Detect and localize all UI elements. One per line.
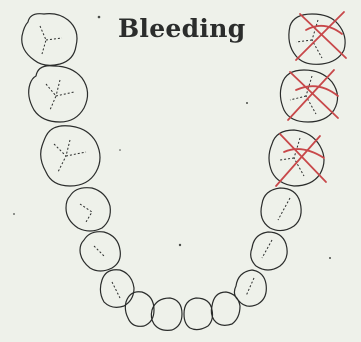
- tooth-right-canine: [234, 270, 266, 306]
- tooth-left-1st-molar: [41, 126, 100, 186]
- tooth-right-central-incisor: [184, 298, 213, 330]
- tooth-right-1st-premolar: [251, 232, 287, 270]
- bleeding-mark-3rd-molar: [296, 12, 346, 60]
- bleeding-marks: [276, 12, 346, 186]
- tooth-left-1st-premolar: [80, 232, 120, 271]
- tooth-left-canine: [100, 270, 134, 308]
- bleeding-mark-1st-molar: [276, 134, 326, 186]
- right-anterior-teeth: [184, 270, 266, 330]
- tooth-left-central-incisor: [151, 298, 182, 330]
- left-anterior-teeth: [100, 270, 182, 331]
- tooth-right-2nd-premolar: [261, 188, 301, 231]
- tooth-left-2nd-molar: [29, 66, 88, 122]
- left-posterior-teeth: [22, 14, 121, 271]
- tooth-left-3rd-molar: [22, 14, 77, 66]
- bleeding-mark-2nd-molar: [288, 70, 338, 120]
- tooth-right-1st-molar: [269, 130, 324, 186]
- tooth-left-lateral-incisor: [125, 292, 154, 327]
- right-posterior-teeth: [251, 14, 345, 270]
